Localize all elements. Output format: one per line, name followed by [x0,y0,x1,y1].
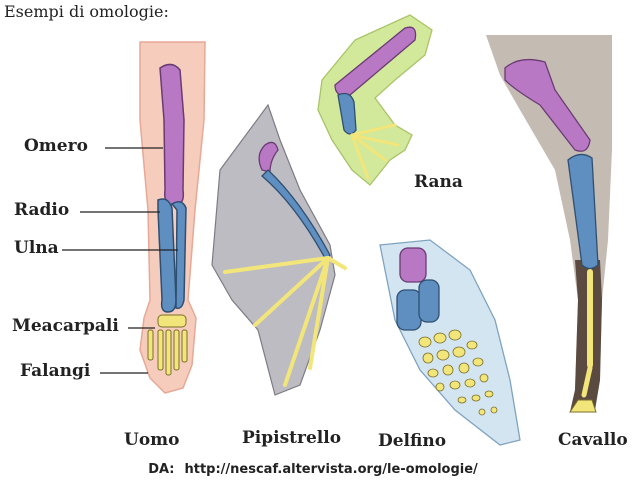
bat-wing [212,105,345,395]
label-meacarpali: Meacarpali [12,316,119,336]
label-radio: Radio [14,200,69,220]
dolphin-radius [397,290,421,330]
human-arm [140,42,205,393]
label-cavallo: Cavallo [558,430,628,450]
label-ulna: Ulna [14,238,59,258]
dolphin-ulna [419,280,439,322]
frog-limb [318,15,432,185]
dolphin-fin [380,240,520,445]
label-falangi: Falangi [20,361,90,381]
label-pipistrello: Pipistrello [242,428,341,448]
source-prefix: DA: [148,462,174,477]
label-delfino: Delfino [378,431,446,451]
dolphin-humerus [400,248,426,282]
label-rana: Rana [414,172,463,192]
diagram-title: Esempi di omologie: [4,2,169,21]
label-omero: Omero [24,136,88,156]
source-credit: DA: http://nescaf.altervista.org/le-omolo… [0,462,636,477]
horse-leg [486,35,612,412]
label-uomo: Uomo [124,430,180,450]
source-url: http://nescaf.altervista.org/le-omologie… [184,462,477,477]
